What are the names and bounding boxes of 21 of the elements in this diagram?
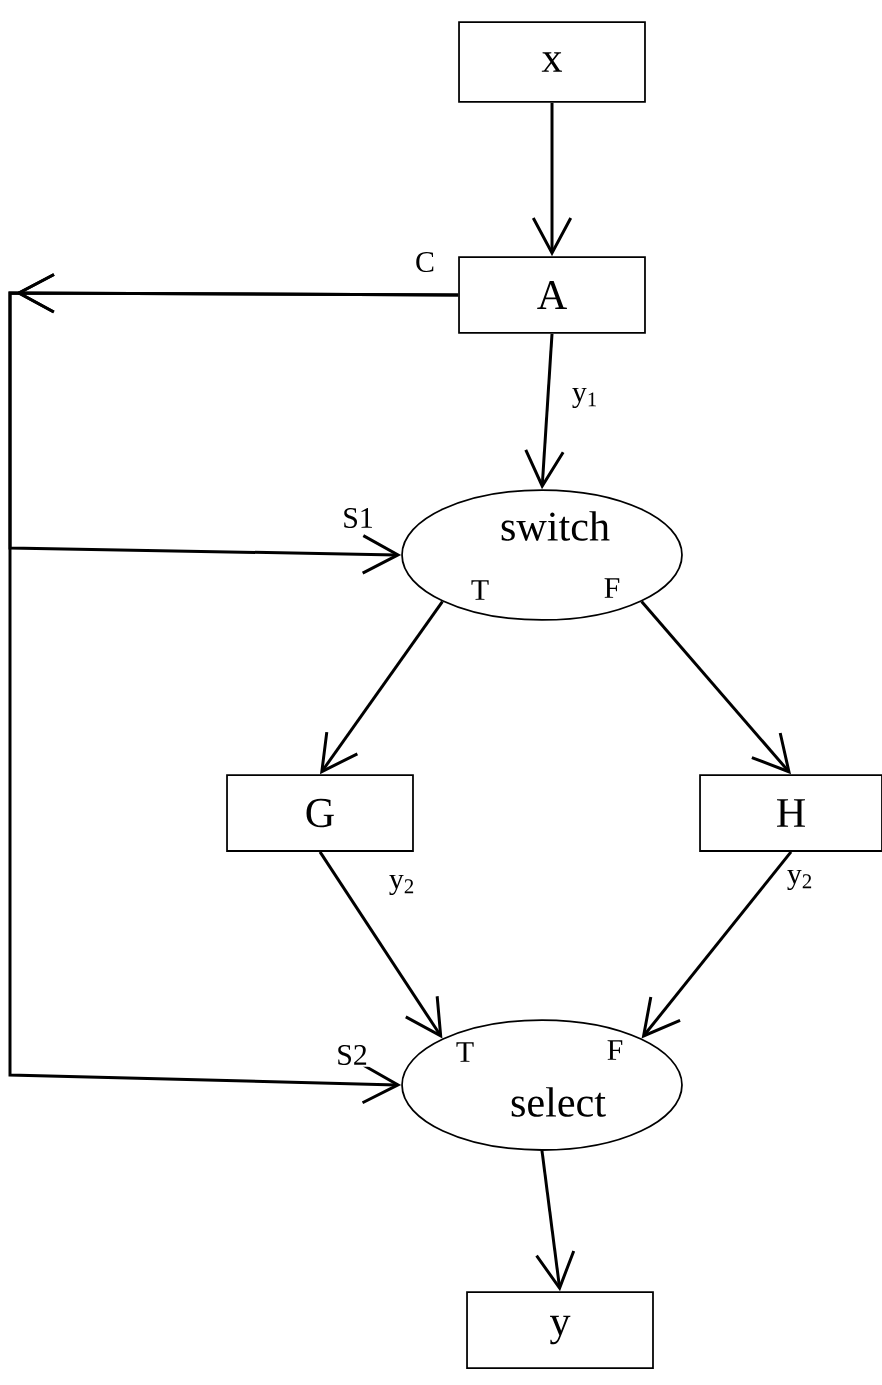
process-box: A	[458, 256, 646, 334]
arrow	[318, 851, 443, 1039]
process-box: H	[699, 774, 882, 852]
arrow	[535, 1150, 576, 1292]
edge-label: y$_{2}$	[785, 868, 815, 892]
arrow	[8, 273, 459, 1105]
port-label: C	[416, 251, 434, 273]
process-box: G	[226, 774, 414, 852]
process-box: x	[458, 21, 646, 103]
ellipse-node: T F select	[401, 1019, 683, 1151]
edge-label: S2	[334, 1043, 370, 1067]
edge-label: y$_{2}$	[387, 873, 417, 897]
process-box: y	[466, 1291, 654, 1369]
arrow	[640, 600, 791, 775]
arrow	[524, 333, 565, 490]
arrow	[641, 850, 793, 1039]
edge-label: S1	[340, 506, 376, 530]
ellipse-node: switch T F	[401, 489, 683, 621]
arrow	[320, 600, 444, 775]
arrow	[531, 102, 573, 257]
edge-label: y$_{1}$	[570, 386, 600, 410]
